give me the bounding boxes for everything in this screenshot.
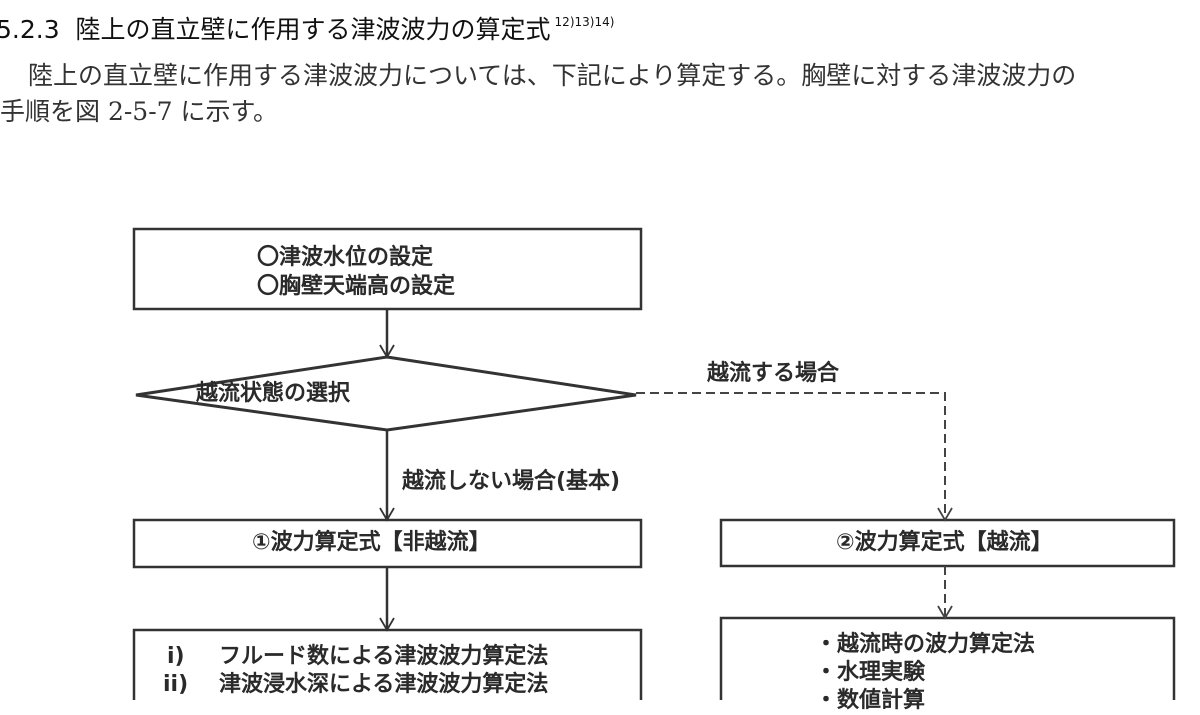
methods-overflow-box xyxy=(719,616,1176,700)
method-marker-2: ii) xyxy=(163,672,189,697)
method-marker-1: i) xyxy=(167,644,185,669)
dashed-overflow-path xyxy=(636,392,946,520)
method-text-1: フルード数による津波波力算定法 xyxy=(219,644,549,669)
decision-label: 越流状態の選択 xyxy=(196,381,351,406)
flowchart-lines xyxy=(132,227,1176,700)
paragraph-line-2: 手順を図 2-5-7 に示す。 xyxy=(0,97,279,126)
section-title: 陸上の直立壁に作用する津波波力の算定式 xyxy=(75,15,551,44)
branch-no-overflow-label: 越流しない場合(基本) xyxy=(402,469,621,494)
section-number: 5.2.3 xyxy=(0,15,60,44)
box2 xyxy=(719,518,1176,568)
methods-no-overflow-box xyxy=(132,628,643,700)
overflow-method-3: ・数値計算 xyxy=(815,688,926,713)
reference-markers: 12)13)14) xyxy=(554,15,615,29)
start-item-2: 〇胸壁天端高の設定 xyxy=(257,274,456,299)
box2-label: ②波力算定式【越流】 xyxy=(836,530,1053,555)
method-text-2: 津波浸水深による津波波力算定法 xyxy=(219,672,549,697)
start-item-1: 〇津波水位の設定 xyxy=(257,245,434,270)
branch-overflow-label: 越流する場合 xyxy=(707,361,840,386)
overflow-method-2: ・水理実験 xyxy=(815,660,926,685)
box1-label: ①波力算定式【非越流】 xyxy=(252,530,491,555)
paragraph-line-1: 陸上の直立壁に作用する津波波力については、下記により算定する。胸壁に対する津波波… xyxy=(28,61,1077,90)
overflow-method-1: ・越流時の波力算定法 xyxy=(815,632,1036,657)
